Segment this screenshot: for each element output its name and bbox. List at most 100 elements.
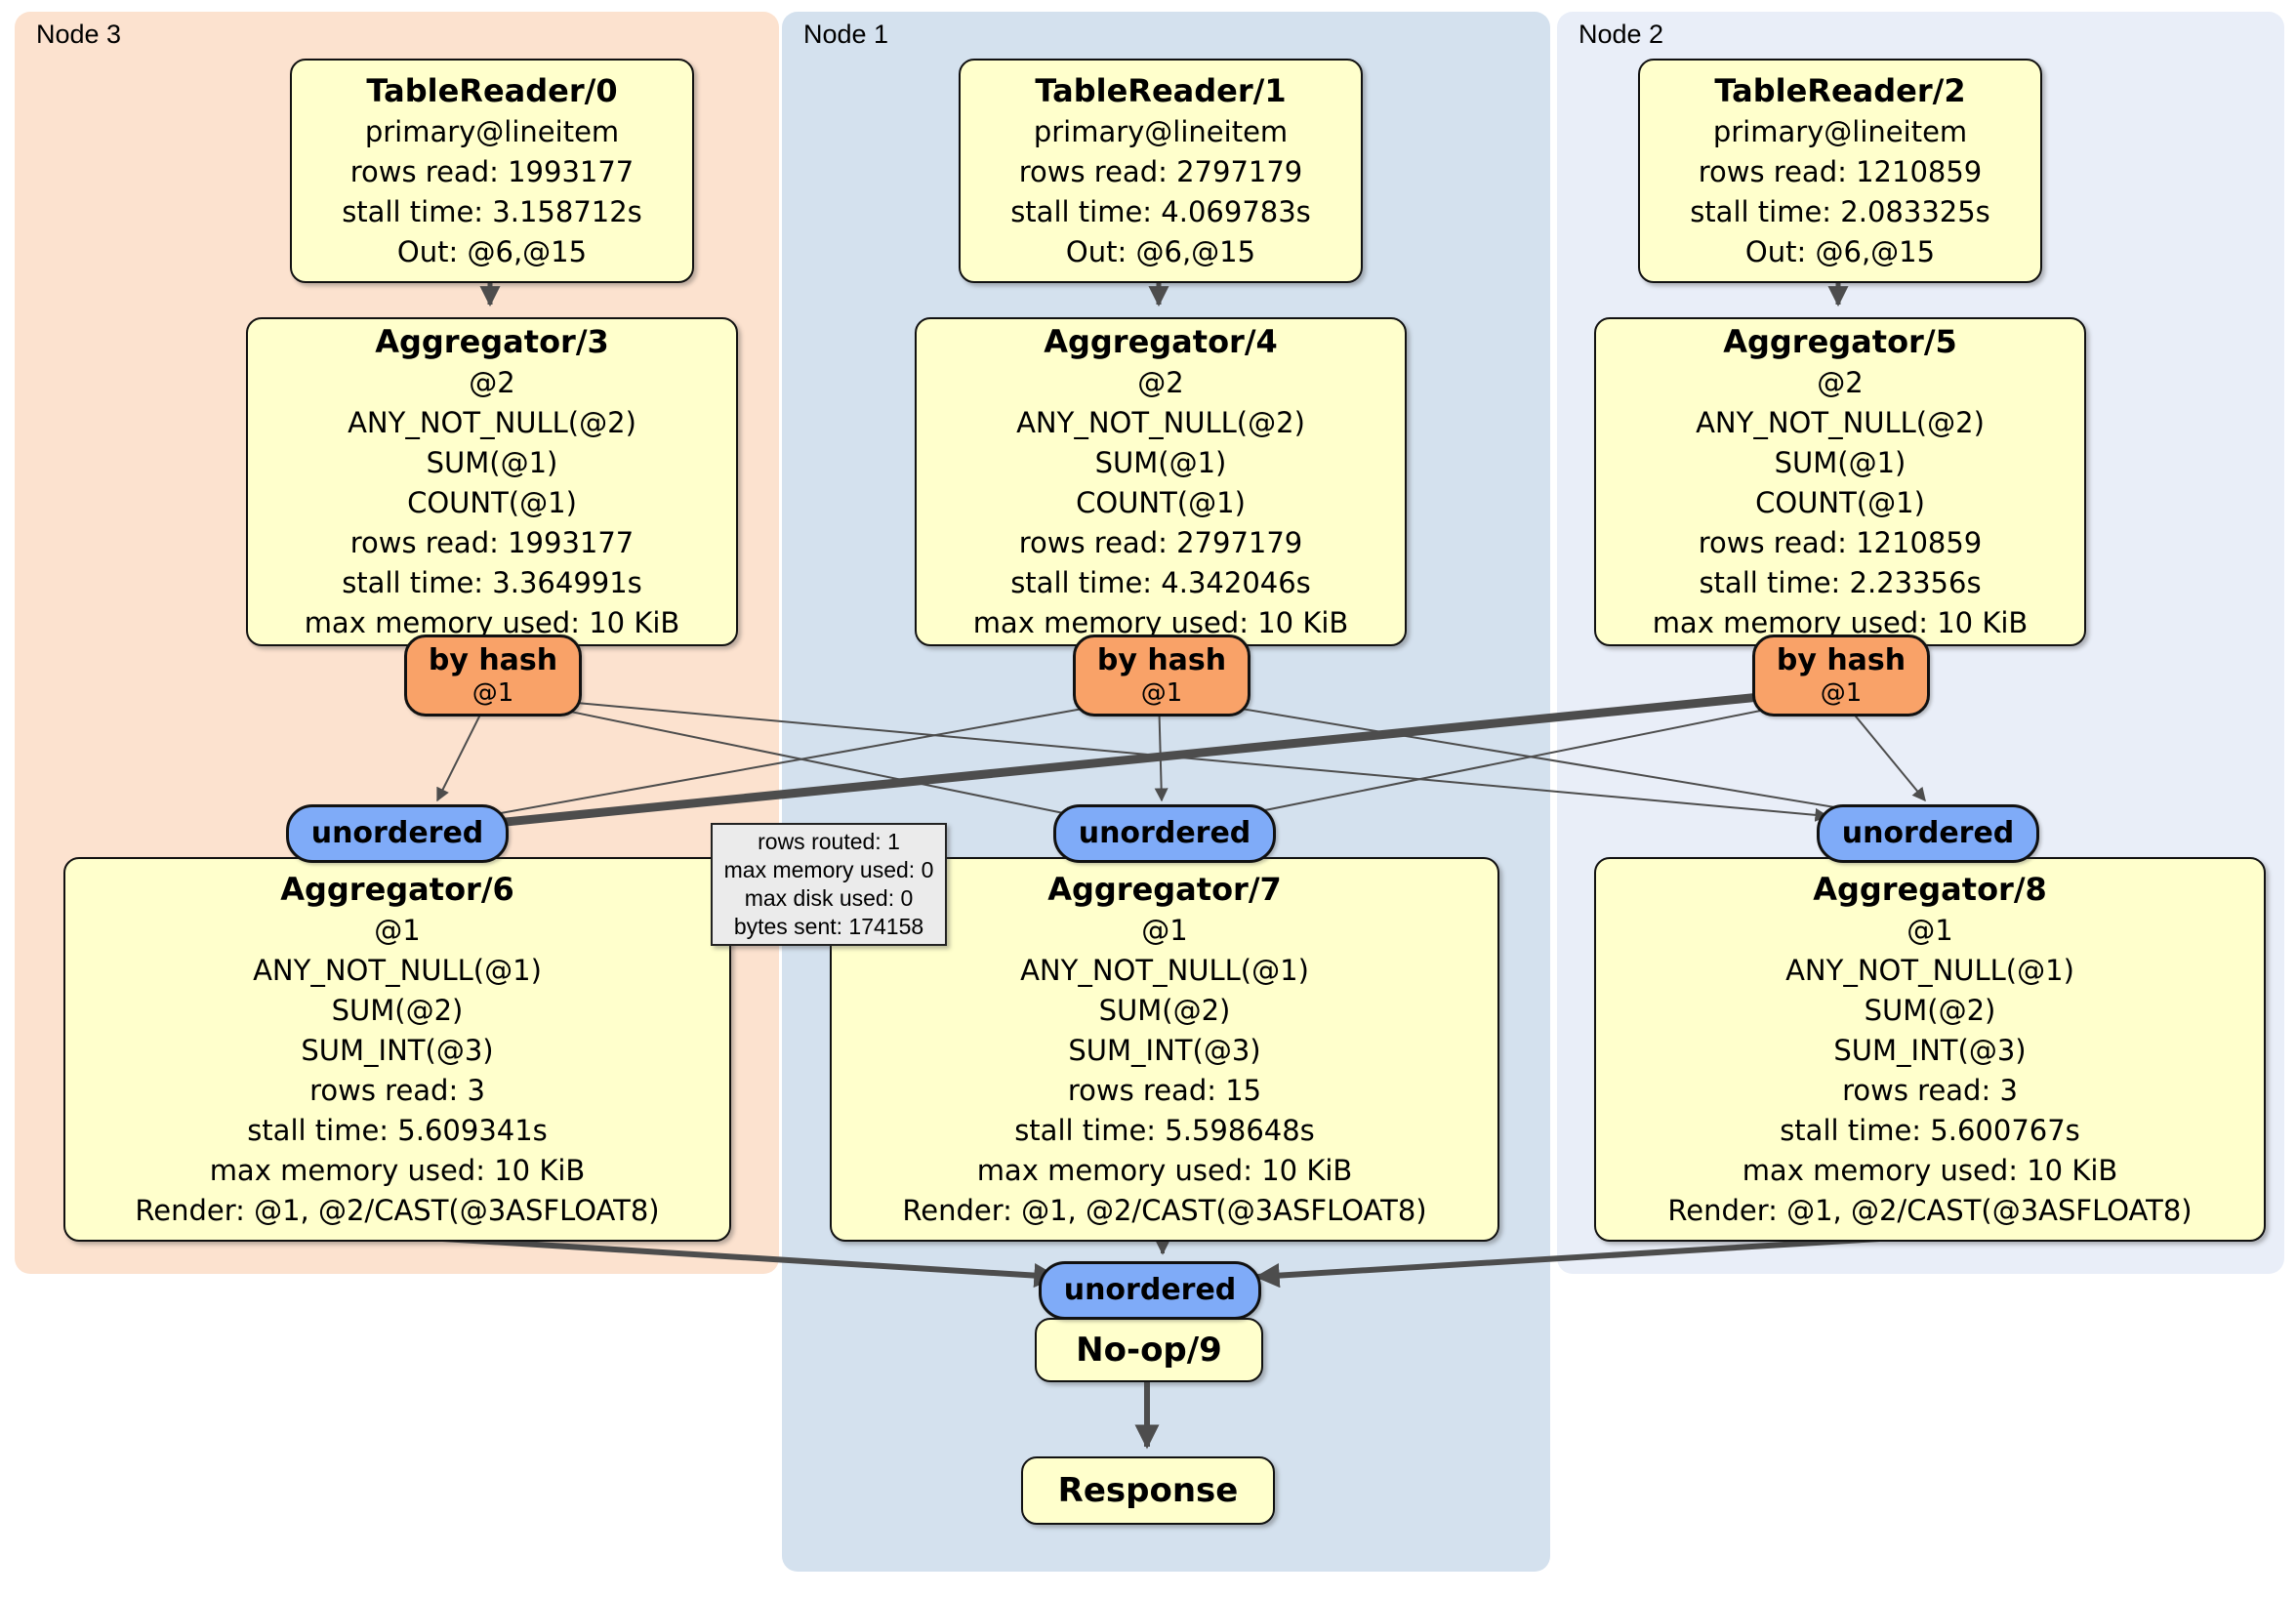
box-line: COUNT(@1) — [1755, 486, 1925, 519]
box-title: TableReader/0 — [366, 72, 618, 109]
box-line: SUM(@1) — [1094, 446, 1227, 479]
box-line: rows read: 2797179 — [1018, 155, 1303, 188]
box-line: @2 — [469, 366, 515, 399]
sync-unordered-mid[interactable]: unordered — [1053, 804, 1276, 863]
panel-node3-label: Node 3 — [36, 20, 122, 49]
box-line: SUM(@1) — [1774, 446, 1906, 479]
box-line: COUNT(@1) — [1076, 486, 1246, 519]
sync-unordered-left[interactable]: unordered — [286, 804, 509, 863]
box-line: stall time: 3.364991s — [342, 566, 642, 599]
box-aggregator-4[interactable]: Aggregator/4 @2 ANY_NOT_NULL(@2) SUM(@1)… — [915, 317, 1407, 646]
box-line: COUNT(@1) — [407, 486, 577, 519]
router-by-hash-1[interactable]: by hash @1 — [1073, 635, 1250, 717]
box-line: SUM_INT(@3) — [1833, 1034, 2027, 1067]
box-line: SUM(@1) — [426, 446, 558, 479]
edge-hash5-sync6-thick — [463, 684, 1839, 839]
box-line: max memory used: 10 KiB — [972, 606, 1349, 639]
router-label: by hash — [428, 643, 558, 677]
box-line: stall time: 5.609341s — [247, 1114, 548, 1147]
box-line: Out: @6,@15 — [1744, 235, 1936, 268]
box-line: SUM(@2) — [1098, 994, 1231, 1027]
sync-label: unordered — [1841, 816, 2015, 850]
router-key: @1 — [472, 678, 514, 708]
box-line: rows read: 3 — [309, 1074, 485, 1107]
box-response[interactable]: Response — [1021, 1456, 1275, 1525]
box-noop-9[interactable]: No-op/9 — [1035, 1318, 1263, 1382]
router-label: by hash — [1096, 643, 1227, 677]
box-line: primary@lineitem — [1033, 115, 1289, 148]
sync-label: unordered — [310, 816, 484, 850]
edge-agg6-syncb — [394, 1233, 1059, 1289]
router-key: @1 — [1140, 678, 1183, 708]
box-line: Out: @6,@15 — [1065, 235, 1256, 268]
box-tablereader-0[interactable]: TableReader/0 primary@lineitem rows read… — [290, 59, 694, 283]
box-line: ANY_NOT_NULL(@1) — [253, 954, 542, 987]
box-title: Aggregator/6 — [280, 871, 514, 908]
box-aggregator-6[interactable]: Aggregator/6 @1 ANY_NOT_NULL(@1) SUM(@2)… — [63, 857, 731, 1242]
box-line: Render: @1, @2/CAST(@3ASFLOAT8) — [902, 1194, 1427, 1227]
box-line: stall time: 2.23356s — [1699, 566, 1982, 599]
router-label: by hash — [1776, 643, 1906, 677]
box-line: rows read: 1210859 — [1698, 155, 1983, 188]
box-tablereader-1[interactable]: TableReader/1 primary@lineitem rows read… — [959, 59, 1363, 283]
edge-hash4-sync6 — [482, 694, 1160, 821]
box-line: rows read: 1993177 — [349, 155, 635, 188]
box-aggregator-3[interactable]: Aggregator/3 @2 ANY_NOT_NULL(@2) SUM(@1)… — [246, 317, 738, 646]
box-aggregator-8[interactable]: Aggregator/8 @1 ANY_NOT_NULL(@1) SUM(@2)… — [1594, 857, 2266, 1242]
edge-hash5-sync7 — [1234, 694, 1839, 821]
box-line: stall time: 4.069783s — [1010, 195, 1311, 228]
box-line: rows read: 1993177 — [349, 526, 635, 559]
edge-hash3-sync7 — [489, 694, 1080, 821]
box-title: Aggregator/8 — [1813, 871, 2047, 908]
box-line: Render: @1, @2/CAST(@3ASFLOAT8) — [1667, 1194, 2193, 1227]
box-line: primary@lineitem — [364, 115, 620, 148]
box-title: TableReader/1 — [1035, 72, 1287, 109]
box-line: max memory used: 10 KiB — [1742, 1154, 2118, 1187]
sync-unordered-right[interactable]: unordered — [1817, 804, 2039, 863]
box-line: rows read: 1210859 — [1698, 526, 1983, 559]
box-title: Aggregator/4 — [1044, 323, 1278, 360]
box-aggregator-5[interactable]: Aggregator/5 @2 ANY_NOT_NULL(@2) SUM(@1)… — [1594, 317, 2086, 646]
tooltip-line: max memory used: 0 — [723, 857, 934, 882]
box-line: @2 — [1137, 366, 1184, 399]
box-line: @1 — [1906, 914, 1953, 947]
tooltip-line: max disk used: 0 — [744, 885, 914, 911]
box-line: ANY_NOT_NULL(@1) — [1020, 954, 1309, 987]
sync-label: unordered — [1078, 816, 1251, 850]
box-line: max memory used: 10 KiB — [304, 606, 680, 639]
box-line: max memory used: 10 KiB — [209, 1154, 586, 1187]
box-line: ANY_NOT_NULL(@2) — [348, 406, 636, 439]
box-title: Response — [1057, 1471, 1239, 1510]
box-line: @2 — [1817, 366, 1864, 399]
box-title: No-op/9 — [1076, 1331, 1222, 1370]
router-by-hash-0[interactable]: by hash @1 — [404, 635, 582, 717]
box-line: primary@lineitem — [1712, 115, 1968, 148]
tooltip-line: bytes sent: 174158 — [733, 914, 924, 939]
box-line: SUM_INT(@3) — [301, 1034, 494, 1067]
box-line: ANY_NOT_NULL(@1) — [1785, 954, 2074, 987]
edge-agg8-syncb — [1254, 1233, 1929, 1289]
tooltip-line: rows routed: 1 — [758, 829, 900, 854]
sync-unordered-bottom[interactable]: unordered — [1039, 1261, 1261, 1320]
sync-label: unordered — [1063, 1273, 1237, 1307]
box-title: Aggregator/7 — [1047, 871, 1282, 908]
box-line: rows read: 3 — [1842, 1074, 2018, 1107]
box-line: rows read: 2797179 — [1018, 526, 1303, 559]
box-line: SUM_INT(@3) — [1068, 1034, 1261, 1067]
box-line: stall time: 2.083325s — [1690, 195, 1990, 228]
box-tablereader-2[interactable]: TableReader/2 primary@lineitem rows read… — [1638, 59, 2042, 283]
box-title: TableReader/2 — [1714, 72, 1966, 109]
box-line: stall time: 4.342046s — [1010, 566, 1311, 599]
box-line: rows read: 15 — [1067, 1074, 1262, 1107]
box-line: max memory used: 10 KiB — [976, 1154, 1353, 1187]
box-line: ANY_NOT_NULL(@2) — [1016, 406, 1305, 439]
box-line: max memory used: 10 KiB — [1652, 606, 2029, 639]
box-line: stall time: 5.600767s — [1780, 1114, 2080, 1147]
box-line: stall time: 3.158712s — [342, 195, 642, 228]
box-line: SUM(@2) — [1864, 994, 1996, 1027]
box-title: Aggregator/3 — [375, 323, 609, 360]
router-by-hash-2[interactable]: by hash @1 — [1752, 635, 1930, 717]
box-line: @1 — [1141, 914, 1188, 947]
box-line: Out: @6,@15 — [396, 235, 588, 268]
